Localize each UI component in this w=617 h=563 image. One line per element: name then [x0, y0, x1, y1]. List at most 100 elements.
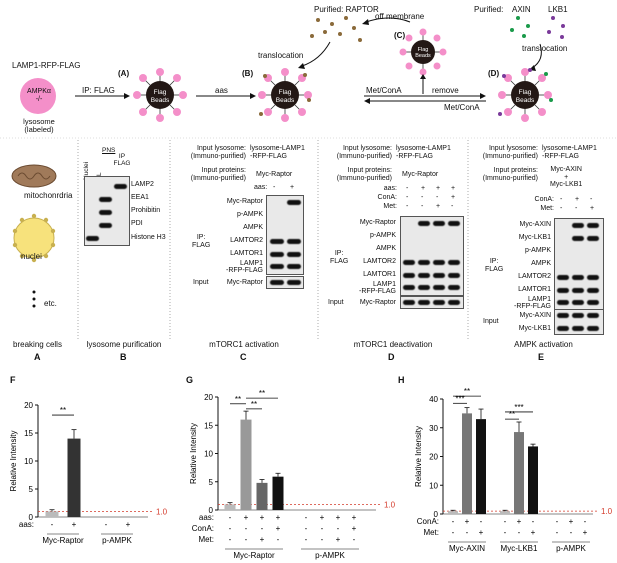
condition-label: aas: — [199, 513, 214, 522]
condition-value: + — [276, 524, 281, 533]
d-input-prot-val: Myc-Raptor — [402, 171, 439, 178]
blot-c-input — [266, 276, 304, 289]
mito-label: mitochonrdria — [24, 191, 73, 200]
condition-value: + — [531, 528, 536, 537]
c-row-5: LAMP1 -RFP-FLAG — [226, 260, 263, 274]
condition-value: - — [337, 524, 340, 533]
condition-label: Met: — [423, 528, 439, 537]
condition-value: - — [229, 524, 232, 533]
sig-label: ** — [259, 389, 265, 398]
b-row-histone: Histone H3 — [131, 234, 166, 241]
group-label: p-AMPK — [556, 544, 586, 553]
c-row-3: LAMTOR2 — [230, 237, 263, 244]
d-sign-0-0: - — [406, 185, 409, 192]
blot-b — [84, 176, 130, 246]
d-aas-label: aas: — [383, 185, 397, 192]
d-input-label: Input — [328, 299, 344, 306]
y-axis-label: Relative Intensity — [9, 431, 18, 492]
condition-value: + — [352, 524, 357, 533]
d-met-label: Met: — [383, 203, 397, 210]
flag-beads-c-label: Flag Beads — [415, 47, 431, 59]
e-sign-1-1: - — [575, 205, 578, 212]
d-row-2: AMPK — [376, 245, 396, 252]
d-input-lyso-val: lysosome-LAMP1 -RFP-FLAG — [396, 145, 451, 160]
c-input-prot-label: Input proteins: (Immuno-purified) — [190, 167, 246, 182]
e-row-5: LAMTOR1 — [518, 286, 551, 293]
panel-c-title: mTORC1 activation — [209, 340, 279, 349]
b-row-eea1: EEA1 — [131, 194, 149, 201]
off-membrane-label: off membrane — [375, 12, 425, 21]
d-row-1: p-AMPK — [369, 232, 396, 239]
condition-value: - — [51, 520, 54, 529]
condition-value: - — [518, 528, 521, 537]
y-tick-label: 15 — [24, 429, 33, 438]
y-tick-label: 5 — [29, 485, 34, 494]
flag-beads-b-label: Flag Beads — [275, 89, 295, 104]
e-sign-1-2: + — [590, 205, 595, 212]
purified-raptor-label: Purified: RAPTOR — [314, 5, 379, 14]
condition-value: - — [321, 535, 324, 544]
lysosome-circle — [20, 78, 56, 114]
condition-value: + — [260, 513, 265, 522]
step-a: (A) — [118, 69, 130, 78]
purified-label: Purified: — [474, 5, 504, 14]
panel-separators — [77, 140, 469, 340]
lysosome-label: lysosome (labeled) — [23, 117, 55, 134]
b-row-pdi: PDI — [131, 220, 143, 227]
remove-label: remove — [432, 86, 459, 95]
condition-value: - — [277, 535, 280, 544]
bar — [476, 419, 486, 514]
ref-line-label: 1.0 — [156, 507, 168, 516]
sig-label: *** — [514, 403, 523, 412]
d-row-5: LAMP1 -RFP-FLAG — [359, 281, 396, 295]
c-aas-2: + — [290, 184, 295, 191]
condition-value: - — [305, 513, 308, 522]
d-cona-label: ConA: — [377, 194, 397, 201]
b-row-lamp2: LAMP2 — [131, 181, 154, 188]
condition-value: - — [321, 524, 324, 533]
e-row-4: LAMTOR2 — [518, 273, 551, 280]
c-row-2: AMPK — [243, 224, 263, 231]
d-ip-label: IP: FLAG — [330, 250, 349, 265]
c-input-lyso-label: Input lysosome: (Immuno-purified) — [190, 145, 246, 160]
condition-value: - — [532, 517, 535, 526]
c-input-lyso-val: lysosome-LAMP1 -RFP-FLAG — [250, 145, 305, 160]
y-axis-label: Relative Intensity — [189, 423, 198, 484]
y-tick-label: 10 — [24, 457, 33, 466]
condition-label: ConA: — [417, 517, 439, 526]
e-input-lyso-label: Input lysosome: (Immuno-purified) — [482, 145, 538, 160]
condition-value: - — [229, 513, 232, 522]
e-row-0: Myc-AXIN — [519, 221, 552, 228]
y-tick-label: 40 — [429, 395, 438, 404]
condition-value: - — [105, 520, 108, 529]
d-sign-0-1: + — [421, 185, 426, 192]
e-input-lyso-val: lysosome-LAMP1 -RFP-FLAG — [542, 145, 597, 160]
condition-value: - — [452, 528, 455, 537]
ampk-label: AMPKα -/- — [27, 88, 51, 103]
sig-label: ** — [509, 410, 515, 419]
met-cona-label-2: Met/ConA — [444, 103, 480, 112]
condition-value: + — [517, 517, 522, 526]
step-d: (D) — [488, 69, 500, 78]
d-input-lyso-label: Input lysosome: (Immuno-purified) — [336, 145, 392, 160]
bar — [448, 511, 458, 514]
y-tick-label: 0 — [209, 506, 214, 515]
d-input-row-0: Myc-Raptor — [359, 299, 396, 306]
d-sign-1-1: - — [421, 194, 424, 201]
y-tick-label: 20 — [429, 453, 438, 462]
sig-label: ** — [464, 387, 470, 396]
flag-beads-a-label: Flag Beads — [150, 89, 170, 104]
d-sign-1-3: + — [451, 194, 456, 201]
y-axis-label: Relative Intensity — [414, 426, 423, 487]
c-aas-1: - — [273, 184, 276, 191]
pns-label: PNS — [102, 147, 116, 154]
condition-label: ConA: — [192, 524, 214, 533]
d-sign-2-2: + — [436, 203, 441, 210]
flag-beads-d-label: Flag Beads — [515, 89, 535, 104]
condition-value: + — [569, 517, 574, 526]
sig-label: *** — [455, 394, 464, 403]
y-tick-label: 30 — [429, 424, 438, 433]
blot-d-input — [400, 296, 464, 309]
